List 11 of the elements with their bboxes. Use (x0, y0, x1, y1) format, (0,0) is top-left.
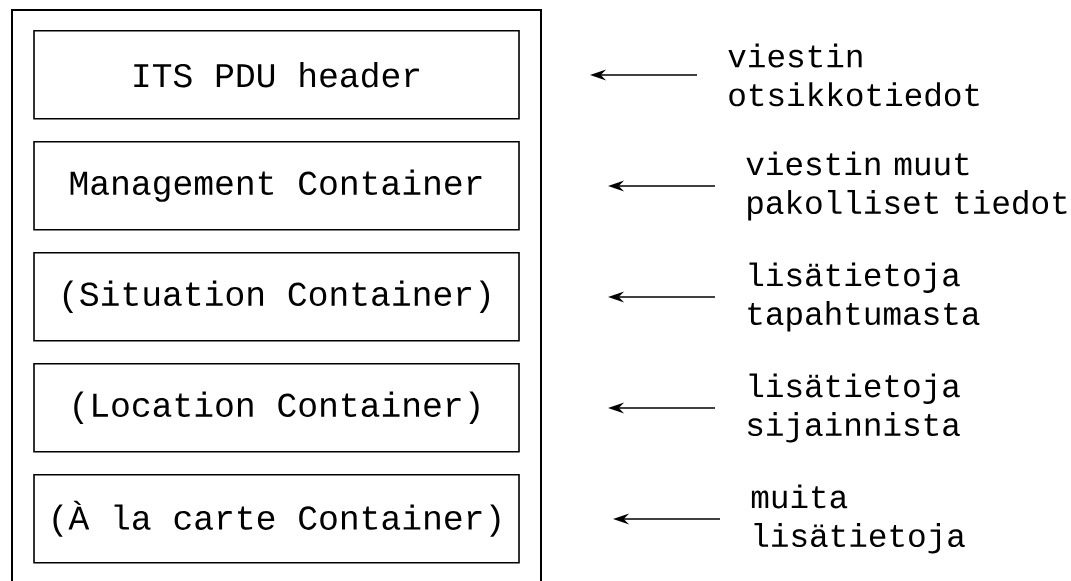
field-box: Management Container (33, 140, 520, 231)
note-text: lisätietoja sijainnista (747, 373, 960, 443)
field-box: (Location Container) (33, 362, 520, 453)
note-text: muita lisätietoja (751, 484, 965, 554)
note-text: viestin otsikkotiedot (728, 43, 979, 107)
field-box: (Situation Container) (33, 251, 520, 342)
note-text: lisätietoja tapahtumasta (748, 262, 980, 332)
field-box: (À la carte Container) (33, 473, 520, 564)
field-box: ITS PDU header (33, 29, 520, 120)
note-text: viestin muut pakolliset tiedot (746, 151, 1067, 221)
container-frame (11, 9, 542, 581)
